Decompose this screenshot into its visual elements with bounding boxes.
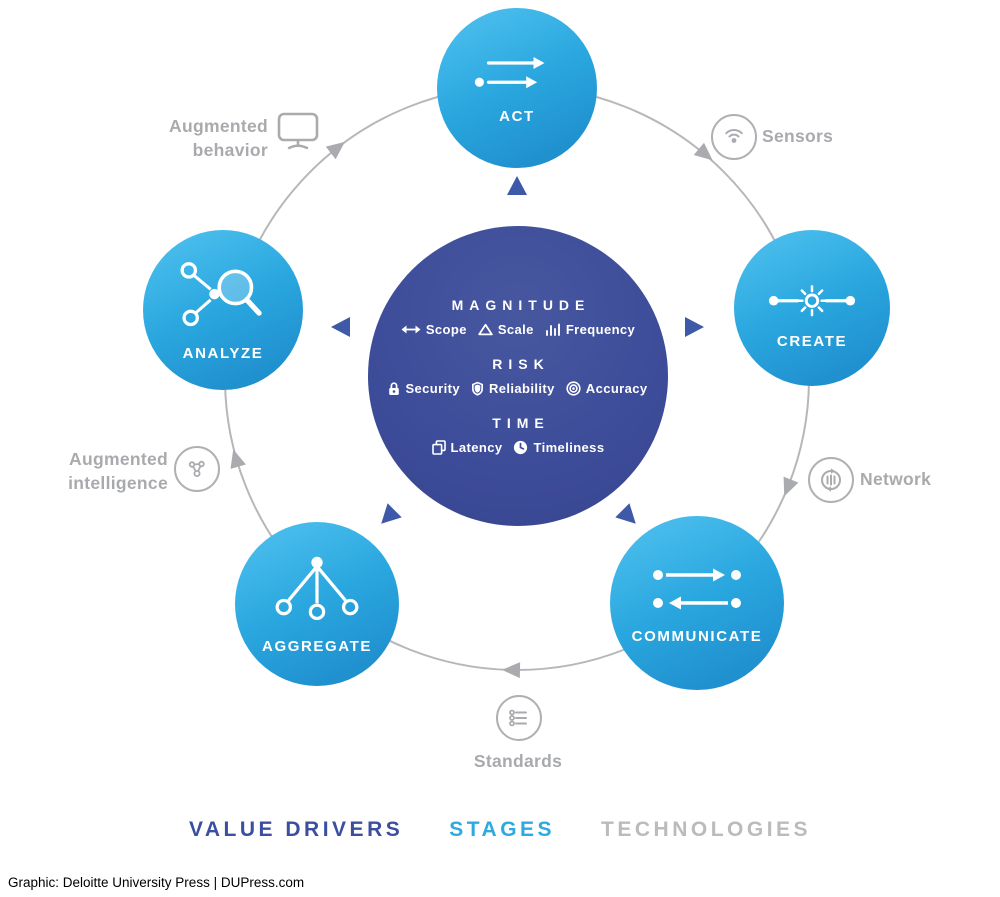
augmented-intelligence-icon bbox=[188, 460, 205, 477]
stage-label-aggregate: AGGREGATE bbox=[262, 638, 372, 655]
latency-icon bbox=[431, 440, 446, 455]
hub-item-label: Security bbox=[405, 381, 460, 396]
hub-section-risk: RISK Security Reliability bbox=[388, 356, 647, 415]
stage-act: ACT bbox=[437, 8, 597, 168]
technology-augmented-behavior-badge bbox=[276, 111, 320, 151]
legend: VALUE DRIVERS STAGES TECHNOLOGIES bbox=[0, 818, 1000, 842]
stage-label-analyze: ANALYZE bbox=[182, 345, 264, 362]
stage-aggregate: AGGREGATE bbox=[235, 522, 399, 686]
technology-standards-badge bbox=[496, 695, 542, 741]
technology-sensors-badge bbox=[711, 114, 757, 160]
stage-label-communicate: COMMUNICATE bbox=[631, 628, 763, 645]
stage-pointer-icon bbox=[507, 176, 527, 195]
stage-create: CREATE bbox=[734, 230, 890, 386]
hub-item-label: Timeliness bbox=[533, 440, 605, 455]
hub-item-scale: Scale bbox=[478, 322, 534, 337]
technology-label-augmented-intelligence: Augmented intelligence bbox=[68, 449, 168, 493]
hub-heading-magnitude: MAGNITUDE bbox=[451, 297, 591, 313]
stage-label-act: ACT bbox=[499, 108, 535, 125]
flow-arrowhead-icon bbox=[325, 141, 345, 160]
stage-pointer-icon bbox=[331, 317, 350, 337]
hub-item-label: Scale bbox=[497, 322, 534, 337]
reliability-icon bbox=[471, 381, 483, 396]
credit-line: Graphic: Deloitte University Press | DUP… bbox=[8, 875, 305, 890]
hub-item-reliability: Reliability bbox=[471, 381, 555, 396]
timeliness-icon bbox=[514, 440, 528, 455]
hub-item-label: Scope bbox=[425, 322, 467, 337]
scale-icon bbox=[478, 323, 493, 336]
standards-icon bbox=[509, 709, 527, 727]
value-drivers-hub: MAGNITUDE Scope Scale bbox=[368, 226, 668, 526]
hub-item-frequency: Frequency bbox=[545, 322, 635, 337]
flow-arrowhead-icon bbox=[502, 662, 521, 679]
accuracy-icon bbox=[566, 381, 581, 396]
act-icon bbox=[474, 57, 545, 89]
communicate-icon bbox=[653, 568, 741, 610]
legend-item-value-drivers: VALUE DRIVERS bbox=[188, 818, 404, 841]
hub-item-accuracy: Accuracy bbox=[566, 381, 648, 396]
augmented-behavior-icon bbox=[277, 112, 319, 150]
technology-label-network: Network bbox=[860, 469, 932, 489]
flow-arrowheads bbox=[230, 141, 799, 679]
stage-pointer-triangles bbox=[331, 176, 704, 524]
hub-item-security: Security bbox=[388, 381, 460, 396]
stage-pointer-icon bbox=[685, 317, 704, 337]
flow-arrowhead-icon bbox=[693, 142, 713, 161]
hub-item-timeliness: Timeliness bbox=[513, 440, 604, 455]
create-icon bbox=[768, 285, 856, 317]
hub-row-risk: Security Reliability Accuracy bbox=[388, 381, 647, 396]
security-icon bbox=[389, 382, 400, 395]
frequency-icon bbox=[545, 323, 560, 336]
technology-augmented-intelligence-badge bbox=[174, 446, 220, 492]
hub-row-time: Latency Timeliness bbox=[431, 440, 605, 455]
stage-communicate: COMMUNICATE bbox=[610, 516, 784, 690]
scope-icon bbox=[401, 325, 421, 334]
hub-item-scope: Scope bbox=[401, 322, 467, 337]
technology-network-badge bbox=[808, 457, 854, 503]
hub-heading-time: TIME bbox=[492, 415, 550, 431]
sensors-icon bbox=[725, 129, 743, 143]
stage-pointer-icon bbox=[615, 503, 636, 524]
flow-arrowhead-icon bbox=[783, 476, 799, 497]
hub-item-label: Frequency bbox=[565, 322, 636, 337]
network-icon bbox=[821, 468, 841, 492]
hub-row-magnitude: Scope Scale Frequency bbox=[401, 322, 635, 337]
hub-item-label: Latency bbox=[450, 440, 503, 455]
hub-heading-risk: RISK bbox=[492, 356, 550, 372]
legend-item-technologies: TECHNOLOGIES bbox=[601, 818, 812, 841]
hub-section-time: TIME Latency Timelines bbox=[431, 415, 605, 455]
technology-label-augmented-behavior: Augmented behavior bbox=[169, 116, 268, 160]
technology-label-sensors: Sensors bbox=[762, 126, 834, 146]
stage-pointer-icon bbox=[381, 503, 402, 524]
flow-arrowhead-icon bbox=[230, 449, 246, 469]
stage-analyze: ANALYZE bbox=[143, 230, 303, 390]
hub-item-label: Accuracy bbox=[585, 381, 648, 396]
aggregate-icon bbox=[275, 556, 359, 621]
technology-label-standards: Standards bbox=[473, 751, 563, 771]
hub-section-magnitude: MAGNITUDE Scope Scale bbox=[401, 297, 635, 356]
hub-item-label: Reliability bbox=[488, 381, 555, 396]
legend-item-stages: STAGES bbox=[449, 818, 556, 841]
stage-label-create: CREATE bbox=[776, 333, 848, 350]
hub-item-latency: Latency bbox=[431, 440, 503, 455]
analyze-icon bbox=[180, 262, 262, 327]
